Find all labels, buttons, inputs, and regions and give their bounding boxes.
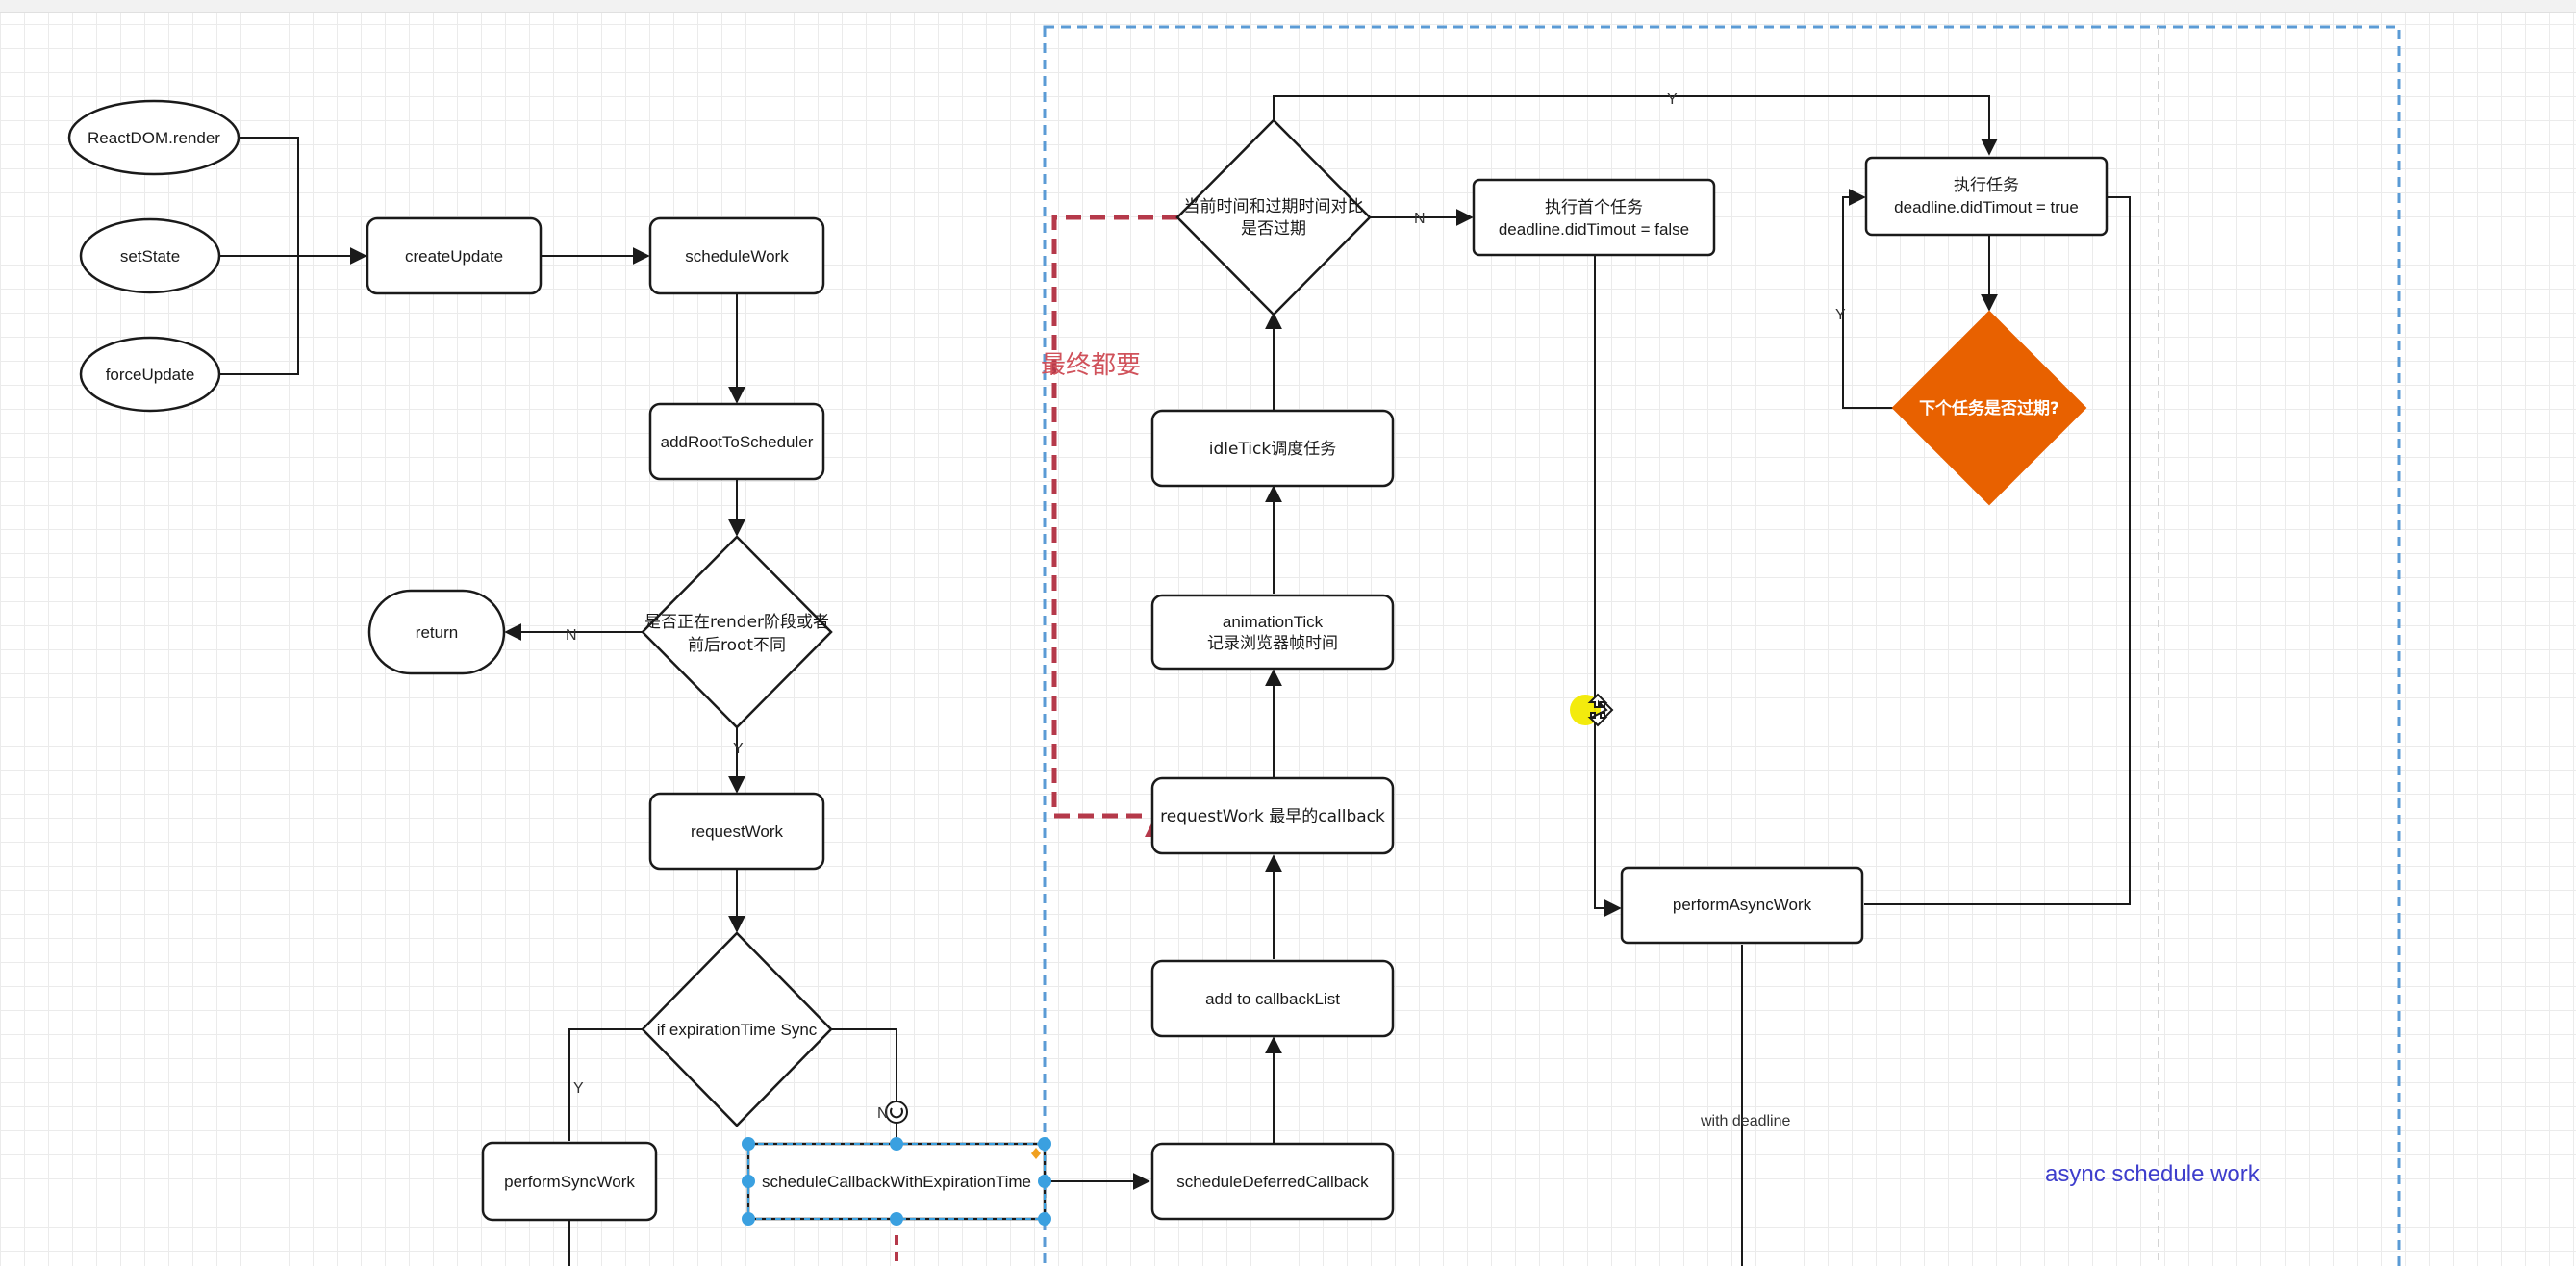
node-exec-first-task[interactable]: 执行首个任务 deadline.didTimout = false: [1472, 178, 1716, 257]
perform-sync-label: performSyncWork: [504, 1173, 635, 1191]
node-perform-sync-work[interactable]: performSyncWork: [481, 1141, 658, 1222]
annotation-eventually: 最终都要: [1041, 351, 1141, 380]
edges-right: [1265, 95, 2131, 1266]
async-group-border[interactable]: [1043, 25, 2401, 1266]
node-exec-task[interactable]: 执行任务 deadline.didTimout = true: [1864, 156, 2109, 237]
exec-task-line1: 执行任务: [1954, 176, 2019, 195]
schedule-deferred-label: scheduleDeferredCallback: [1176, 1173, 1369, 1191]
edge-label-n-async: N: [877, 1105, 889, 1122]
request-work-label: requestWork: [691, 823, 784, 841]
exec-first-line1: 执行首个任务: [1545, 198, 1643, 217]
node-animation-tick[interactable]: animationTick 记录浏览器帧时间: [1150, 594, 1395, 671]
node-request-work[interactable]: requestWork: [648, 792, 825, 871]
decision-is-rendering[interactable]: 是否正在render阶段或者 前后root不同: [641, 535, 833, 729]
request-work-callback-label: requestWork 最早的callback: [1160, 807, 1385, 826]
node-reactdom-render[interactable]: ReactDOM.render: [67, 99, 240, 176]
animation-tick-line2: 记录浏览器帧时间: [1207, 634, 1338, 653]
edges-left: [219, 137, 1150, 1266]
set-state-label: setState: [120, 247, 180, 266]
node-perform-async-work[interactable]: performAsyncWork: [1620, 866, 1864, 945]
edge-label-with-deadline: with deadline: [1700, 1113, 1791, 1129]
schedule-callback-label: scheduleCallbackWithExpirationTime: [762, 1173, 1031, 1191]
move-cursor-icon: [1587, 693, 1614, 727]
rotate-handle-icon[interactable]: [885, 1101, 908, 1124]
node-schedule-work[interactable]: scheduleWork: [648, 216, 825, 295]
next-task-expired-label: 下个任务是否过期?: [1919, 398, 2059, 418]
exec-task-line2: deadline.didTimout = true: [1894, 198, 2079, 216]
annotation-async-group: async schedule work: [2045, 1161, 2260, 1187]
create-update-label: createUpdate: [405, 247, 503, 266]
edge-label-n-return: N: [566, 627, 577, 644]
add-root-label: addRootToScheduler: [661, 433, 814, 451]
style-handle-icon[interactable]: [1031, 1148, 1041, 1159]
node-idle-tick[interactable]: idleTick调度任务: [1150, 409, 1395, 488]
node-request-work-callback[interactable]: requestWork 最早的callback: [1150, 776, 1395, 855]
perform-async-label: performAsyncWork: [1673, 896, 1812, 914]
return-label: return: [416, 623, 458, 642]
is-rendering-line2: 前后root不同: [688, 636, 786, 655]
reactdom-render-label: ReactDOM.render: [88, 129, 220, 147]
editor-top-edge: [0, 0, 2576, 13]
schedule-work-label: scheduleWork: [685, 247, 789, 266]
idle-tick-label: idleTick调度任务: [1209, 440, 1336, 459]
decision-expiration-sync[interactable]: if expirationTime Sync: [641, 931, 833, 1127]
edge-label-y-loop: Y: [1835, 307, 1846, 323]
edge-label-y-sync: Y: [573, 1080, 584, 1097]
is-rendering-line1: 是否正在render阶段或者: [644, 613, 829, 632]
expiration-sync-label: if expirationTime Sync: [657, 1021, 818, 1039]
animation-tick-line1: animationTick: [1223, 613, 1324, 631]
add-callback-label: add to callbackList: [1205, 990, 1340, 1008]
exec-first-line2: deadline.didTimout = false: [1499, 220, 1689, 239]
compare-time-line2: 是否过期: [1241, 219, 1306, 239]
node-add-root-to-scheduler[interactable]: addRootToScheduler: [648, 402, 825, 481]
node-schedule-callback[interactable]: scheduleCallbackWithExpirationTime: [746, 1142, 1047, 1221]
node-set-state[interactable]: setState: [79, 217, 221, 294]
compare-time-line1: 当前时间和过期时间对比: [1184, 197, 1364, 216]
decision-compare-time[interactable]: 当前时间和过期时间对比 是否过期: [1175, 118, 1372, 316]
edge-label-y-request: Y: [733, 741, 744, 757]
node-add-to-callback-list[interactable]: add to callbackList: [1150, 959, 1395, 1038]
decision-next-task-expired[interactable]: 下个任务是否过期?: [1891, 310, 2087, 506]
node-return[interactable]: return: [367, 589, 506, 675]
edge-label-y-top: Y: [1667, 91, 1678, 108]
edge-label-n-first: N: [1414, 211, 1426, 227]
force-update-label: forceUpdate: [106, 366, 195, 384]
node-create-update[interactable]: createUpdate: [366, 216, 543, 295]
node-force-update[interactable]: forceUpdate: [79, 336, 221, 413]
selection-handles[interactable]: [742, 1137, 1051, 1226]
node-schedule-deferred[interactable]: scheduleDeferredCallback: [1150, 1142, 1395, 1221]
